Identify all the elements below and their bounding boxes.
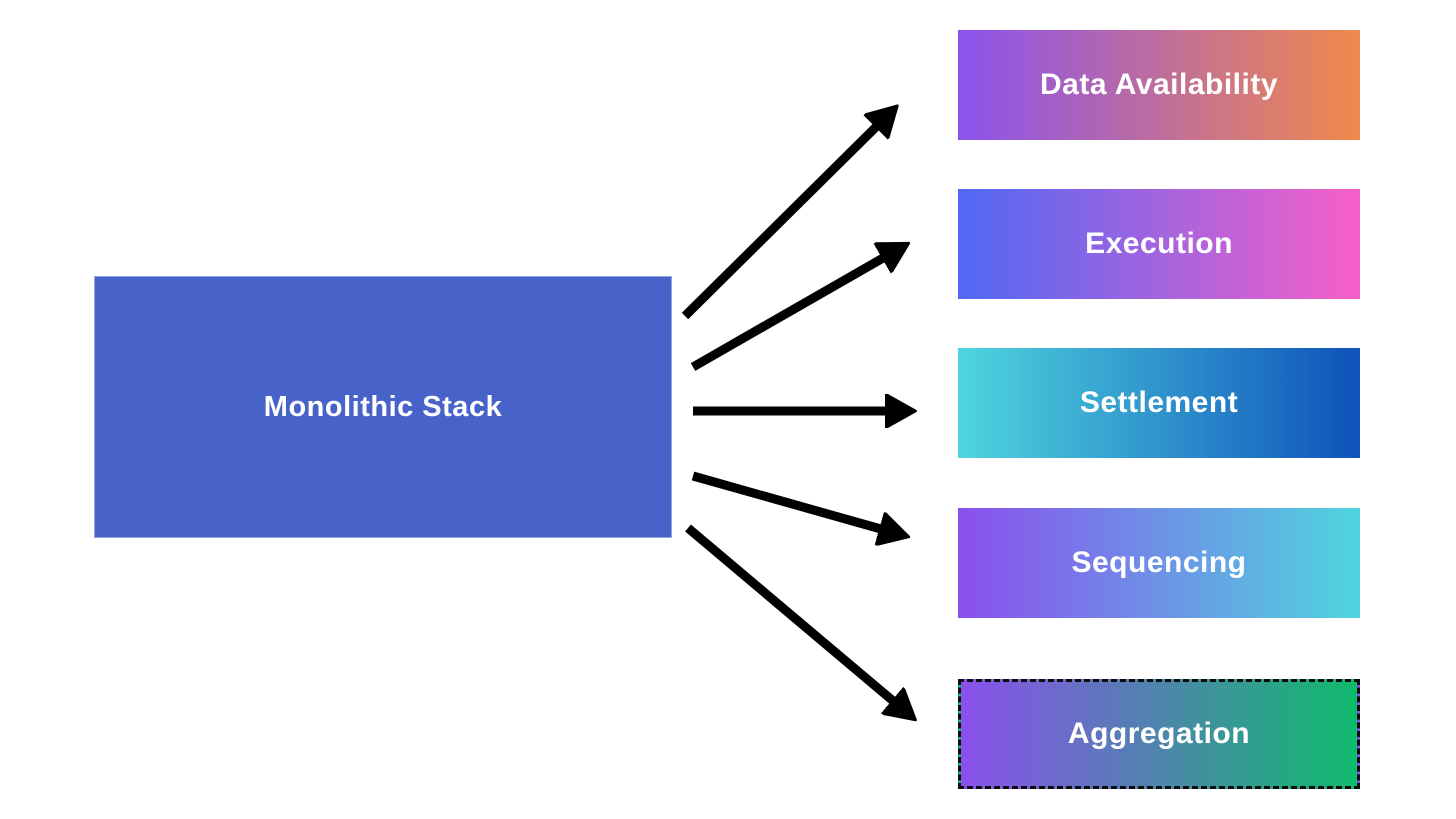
data-availability-label: Data Availability [1039, 68, 1279, 101]
sequencing-label: Sequencing [1071, 546, 1247, 579]
settlement-label: Settlement [1079, 386, 1239, 419]
arrow-to-data-availability [681, 121, 882, 320]
monolithic-stack-label: Monolithic Stack [263, 390, 503, 423]
target-box-data-availability: Data Availability [958, 30, 1360, 140]
monolithic-stack-box: Monolithic Stack [94, 276, 672, 538]
target-box-sequencing: Sequencing [958, 508, 1360, 618]
arrow-to-execution [690, 254, 890, 371]
arrow-to-aggregation [685, 524, 899, 706]
target-box-aggregation: Aggregation [958, 679, 1360, 789]
execution-label: Execution [1085, 227, 1233, 260]
target-box-execution: Execution [958, 189, 1360, 299]
aggregation-label: Aggregation [1067, 717, 1251, 750]
arrow-to-sequencing [691, 471, 888, 531]
target-box-settlement: Settlement [958, 348, 1360, 458]
